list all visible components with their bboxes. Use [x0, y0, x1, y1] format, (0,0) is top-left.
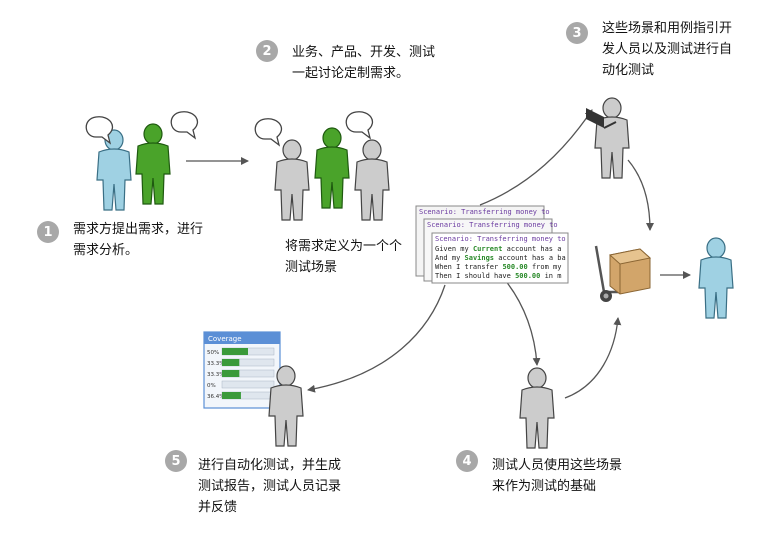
coverage-row-label: 36.4%	[207, 394, 224, 400]
customer-receiving-person-icon	[698, 237, 734, 319]
arrow-to-5	[307, 284, 446, 393]
step-2-badge: 2	[256, 40, 278, 62]
analyst-person-icon	[135, 123, 171, 205]
caption-line: 发人员以及测试进行自	[602, 42, 733, 57]
scenario-card-title: Scenario: Transferring money to	[435, 235, 566, 243]
step-5-caption: 进行自动化测试，并生成 测试报告，测试人员记录 并反馈	[198, 455, 341, 518]
scenario-step-line: When I transfer 500.00 from my	[435, 263, 561, 271]
scenario-card-title-mid: Scenario: Transferring money to	[427, 221, 558, 229]
speech-bubble-icon	[170, 111, 199, 139]
coverage-report-title: Coverage	[208, 335, 242, 343]
team-person-icon	[314, 127, 350, 209]
arrow-to-3	[479, 109, 593, 206]
step-3-badge: 3	[566, 22, 588, 44]
caption-line: 测试人员使用这些场景	[492, 458, 623, 473]
caption-line: 测试报告，测试人员记录	[198, 479, 342, 494]
coverage-bar-track	[221, 380, 275, 389]
step-2-caption: 业务、产品、开发、测试 一起讨论定制需求。	[292, 42, 435, 84]
scenario-caption: 将需求定义为一个个 测试场景	[285, 236, 402, 278]
coverage-bar-fill	[222, 392, 241, 399]
step-4-caption: 测试人员使用这些场景 来作为测试的基础	[492, 455, 622, 497]
scenario-step-line: And my Savings account has a ba	[435, 254, 566, 262]
scenario-card-title-back: Scenario: Transferring money to	[419, 208, 550, 216]
step-1-caption: 需求方提出需求，进行 需求分析。	[73, 219, 203, 261]
step-1-badge: 1	[37, 221, 59, 243]
caption-line: 将需求定义为一个个	[285, 239, 403, 254]
scenario-step-line: Given my Current account has a	[435, 245, 561, 253]
step-3-caption: 这些场景和用例指引开 发人员以及测试进行自 动化测试	[602, 18, 732, 81]
caption-line: 测试场景	[285, 260, 338, 275]
customer-person-icon	[96, 129, 132, 211]
caption-line: 需求方提出需求，进行	[73, 222, 204, 237]
scenario-step-line: Then I should have 500.00 in m	[435, 272, 561, 280]
caption-line: 来作为测试的基础	[492, 479, 597, 494]
coverage-bar-fill	[222, 348, 248, 355]
caption-line: 进行自动化测试，并生成	[198, 458, 342, 473]
speech-bubble-icon	[254, 118, 283, 146]
laptop-icon	[586, 108, 617, 129]
caption-line: 这些场景和用例指引开	[602, 21, 733, 36]
speech-bubble-icon	[345, 111, 374, 139]
coverage-report-window: Coverage 50% 33.3% 33.3% 0% 36.4%	[203, 331, 281, 409]
arrow-4-to-truck	[564, 317, 622, 399]
developer-person-icon	[594, 97, 630, 179]
step-4-badge: 4	[456, 450, 478, 472]
step-5-badge: 5	[165, 450, 187, 472]
caption-line: 一起讨论定制需求。	[292, 66, 410, 81]
arrow-3-to-truck	[627, 159, 654, 231]
arrow-to-4	[504, 279, 541, 366]
caption-line: 业务、产品、开发、测试	[292, 45, 436, 60]
coverage-row-label: 50%	[207, 350, 219, 356]
coverage-row-label: 33.3%	[207, 361, 224, 367]
tester-person-icon	[519, 367, 555, 449]
coverage-row-label: 0%	[207, 383, 216, 389]
caption-line: 需求分析。	[73, 243, 139, 258]
caption-line: 动化测试	[602, 63, 655, 78]
caption-line: 并反馈	[198, 500, 238, 515]
coverage-row-label: 33.3%	[207, 372, 224, 378]
coverage-bar-fill	[222, 370, 240, 377]
speech-bubble-icon	[85, 116, 114, 144]
coverage-bar-fill	[222, 359, 240, 366]
scenario-card-stack: Scenario: Transferring money to Scenario…	[415, 205, 569, 284]
team-person-icon	[354, 139, 390, 221]
team-person-icon	[274, 139, 310, 221]
delivery-hand-truck-icon	[594, 245, 652, 302]
